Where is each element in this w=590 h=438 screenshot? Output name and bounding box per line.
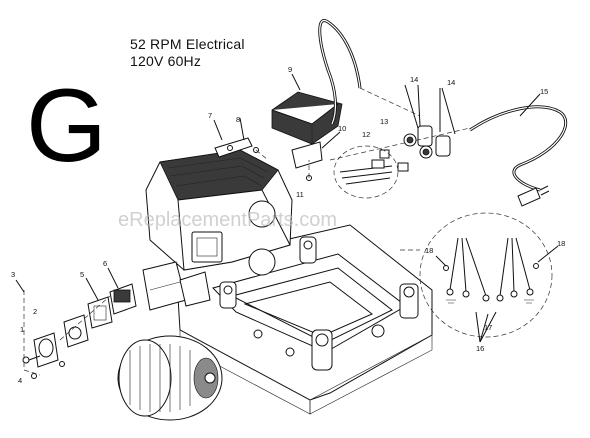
bracket-7-8 [214, 137, 269, 161]
power-cord-top [318, 19, 421, 125]
callout-13: 13 [380, 117, 388, 126]
callout-12: 12 [362, 130, 370, 139]
callout-18b: 18 [557, 239, 565, 248]
callout-18a: 18 [425, 246, 433, 255]
junction-cover [271, 91, 343, 181]
callout-17: 17 [484, 323, 492, 332]
callout-11: 11 [296, 190, 304, 199]
leader-lines [15, 73, 559, 343]
callout-10: 10 [338, 124, 346, 133]
callout-8: 8 [236, 115, 240, 124]
callout-16: 16 [476, 344, 484, 353]
callout-15: 15 [540, 87, 548, 96]
callout-7: 7 [208, 111, 212, 120]
base-tray [175, 224, 433, 415]
wire-detail-upper [333, 145, 399, 199]
diagram-title-line2: 120V 60Hz [130, 53, 202, 69]
callout-9: 9 [288, 65, 292, 74]
switch-parts [22, 283, 137, 379]
gear-housing [142, 149, 293, 311]
callout-14b: 14 [447, 78, 455, 87]
watermark-text: eReplacementParts.com [118, 209, 337, 231]
callout-5: 5 [80, 270, 84, 279]
callout-1: 1 [20, 325, 24, 334]
callout-14a: 14 [410, 75, 418, 84]
callout-4: 4 [18, 376, 22, 385]
motor-assembly [117, 335, 223, 421]
callout-6: 6 [103, 259, 107, 268]
diagram-title-line1: 52 RPM Electrical [130, 36, 245, 52]
power-cord-plug [469, 105, 568, 207]
callout-numbers: 1 2 3 4 5 6 7 8 9 10 11 12 13 14 14 15 1… [11, 65, 565, 385]
callout-2: 2 [33, 307, 37, 316]
wire-detail-lower [400, 212, 553, 338]
section-letter: G [26, 68, 107, 184]
callout-3: 3 [11, 270, 15, 279]
cord-fittings [329, 84, 471, 172]
